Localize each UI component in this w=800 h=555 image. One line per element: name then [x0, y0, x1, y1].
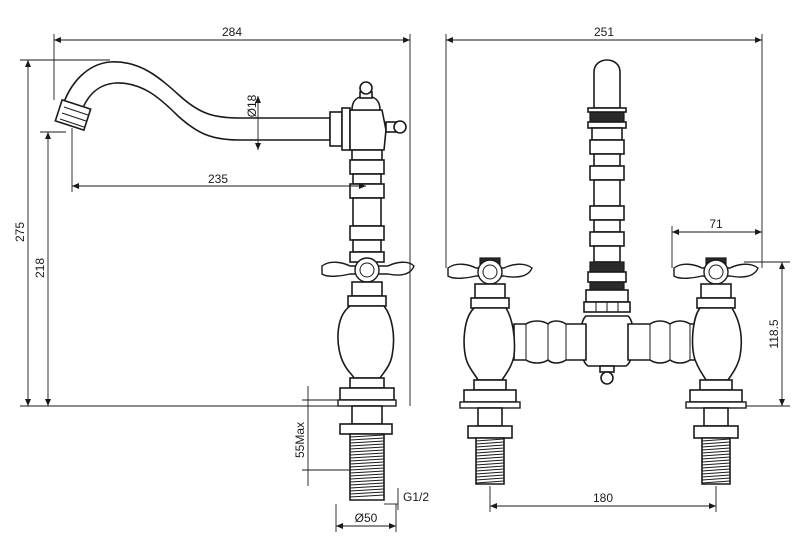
thread-line [475, 453, 505, 457]
dim-deck-thickness: 55Max [293, 422, 307, 458]
thread-line [349, 443, 385, 447]
thread-line [349, 452, 385, 456]
thread-line [349, 467, 385, 471]
dim-height-total: 275 [13, 222, 27, 242]
thread-line [475, 465, 505, 469]
thread-line [349, 491, 385, 495]
side-body [337, 305, 395, 379]
thread-line [701, 450, 731, 454]
dim-width-total: 284 [222, 25, 242, 39]
dim-spout-diameter: Ø18 [245, 94, 259, 117]
dim-reach: 235 [208, 172, 228, 186]
thread-line [701, 459, 731, 463]
thread-line [349, 470, 385, 474]
dim-centres: 180 [593, 491, 613, 505]
thread-line [349, 440, 385, 444]
thread-line [701, 438, 731, 442]
thread-line [701, 474, 731, 478]
thread-line [475, 471, 505, 475]
thread-line [701, 447, 731, 451]
thread-line [701, 477, 731, 481]
thread-line [349, 461, 385, 465]
bridge-left [513, 320, 587, 364]
thread-line [349, 464, 385, 468]
thread-line [475, 477, 505, 481]
thread-line [475, 459, 505, 463]
thread-line [475, 474, 505, 478]
thread-line [701, 480, 731, 484]
thread-line [701, 468, 731, 472]
side-dimensions: 284 235 Ø18 275 218 55Max G1/2 Ø50 [13, 25, 429, 532]
thread-line [475, 468, 505, 472]
thread-line [475, 480, 505, 484]
dim-front-width: 251 [594, 25, 614, 39]
thread-line [475, 441, 505, 445]
finial-icon [359, 81, 373, 95]
side-thread [349, 434, 385, 498]
side-knob-icon [393, 120, 407, 134]
thread-line [349, 479, 385, 483]
right-valve-body [691, 307, 743, 381]
bottom-knob-icon [600, 371, 614, 385]
thread-line [349, 455, 385, 459]
thread-line [349, 434, 385, 438]
dim-base-diameter: Ø50 [355, 511, 378, 525]
thread-line [701, 441, 731, 445]
thread-line [475, 444, 505, 448]
thread-line [349, 494, 385, 498]
thread-line [701, 456, 731, 460]
bridge-right [627, 320, 701, 364]
dim-height-spout: 218 [33, 258, 47, 278]
front-dimensions: 251 71 118.5 180 [445, 25, 790, 512]
thread-line [475, 438, 505, 442]
thread-line [349, 446, 385, 450]
thread-line [701, 453, 731, 457]
thread-line [349, 488, 385, 492]
thread-line [349, 482, 385, 486]
thread-line [701, 462, 731, 466]
thread-line [349, 449, 385, 453]
front-view [447, 59, 759, 485]
thread-line [349, 437, 385, 441]
side-view [54, 61, 415, 501]
thread-line [475, 447, 505, 451]
thread-line [349, 485, 385, 489]
thread-line [701, 471, 731, 475]
left-valve-body [463, 307, 516, 381]
spout-tube [61, 61, 331, 141]
thread-line [701, 444, 731, 448]
thread-line [349, 473, 385, 477]
thread-line [349, 476, 385, 480]
thread-line [475, 456, 505, 460]
thread-line [475, 450, 505, 454]
thread-line [349, 458, 385, 462]
thread-line [701, 465, 731, 469]
dim-body-height: 118.5 [767, 319, 781, 348]
front-spout [593, 59, 621, 109]
dim-thread: G1/2 [403, 490, 429, 504]
dim-handle-offset: 71 [709, 217, 723, 231]
front-center-body [579, 315, 635, 367]
thread-line [475, 462, 505, 466]
